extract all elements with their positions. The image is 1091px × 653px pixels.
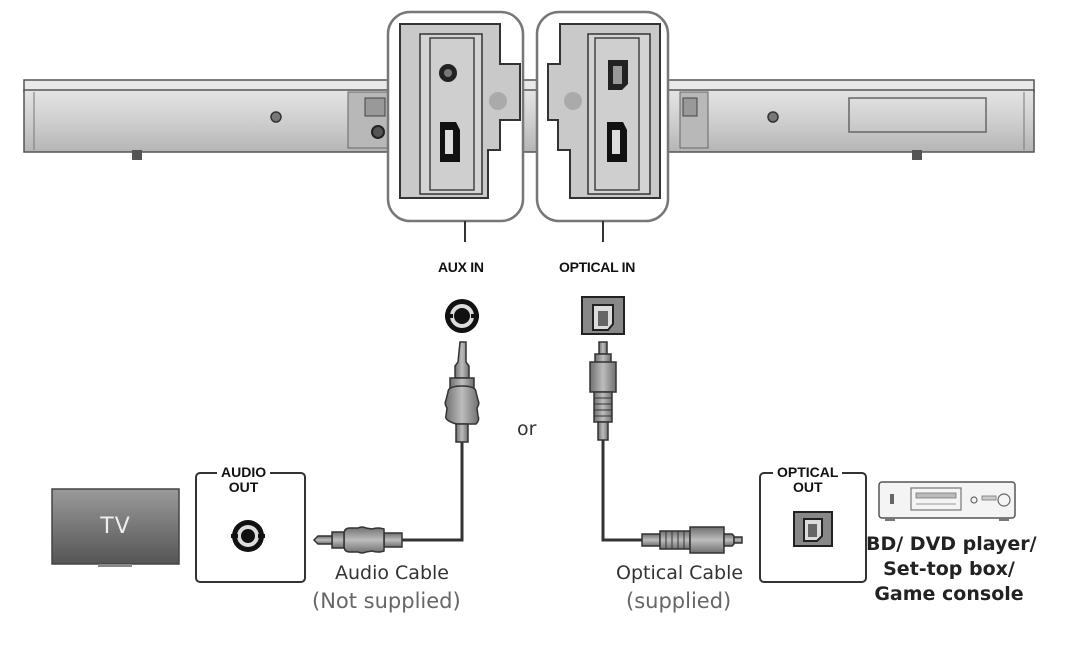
optical-cable — [589, 341, 743, 554]
tv-icon — [51, 488, 180, 567]
optical-in-jack-icon — [581, 296, 625, 335]
source-device-line1: BD/ DVD player/ — [866, 533, 1037, 555]
soundbar — [23, 79, 1035, 160]
audio-out-title: AUDIO OUT — [217, 464, 271, 495]
audio-out-line1: AUDIO — [221, 464, 267, 480]
source-device-label: BD/ DVD player/ Set-top box/ Game consol… — [866, 532, 1037, 607]
or-label: or — [517, 418, 537, 440]
dvd-player-icon — [878, 481, 1016, 521]
source-device-line3: Game console — [874, 583, 1024, 605]
aux-in-jack-icon — [445, 299, 479, 333]
optical-in-label: OPTICAL IN — [559, 259, 636, 275]
optical-zoom-callout — [535, 10, 670, 223]
audio-out-line2: OUT — [228, 479, 259, 495]
source-device-line2: Set-top box/ — [883, 558, 1015, 580]
audio-out-box — [195, 472, 306, 583]
aux-zoom-callout — [386, 10, 525, 223]
optical-out-title: OPTICAL OUT — [773, 464, 843, 495]
optical-cable-note: (supplied) — [626, 589, 732, 613]
optical-out-line1: OPTICAL — [777, 464, 839, 480]
optical-out-line2: OUT — [792, 479, 823, 495]
aux-in-label: AUX IN — [438, 259, 484, 275]
audio-cable-name: Audio Cable — [335, 562, 449, 584]
tv-label: TV — [100, 514, 131, 539]
audio-cable-note: (Not supplied) — [312, 589, 461, 613]
optical-cable-name: Optical Cable — [616, 562, 744, 584]
audio-cable — [312, 341, 480, 554]
